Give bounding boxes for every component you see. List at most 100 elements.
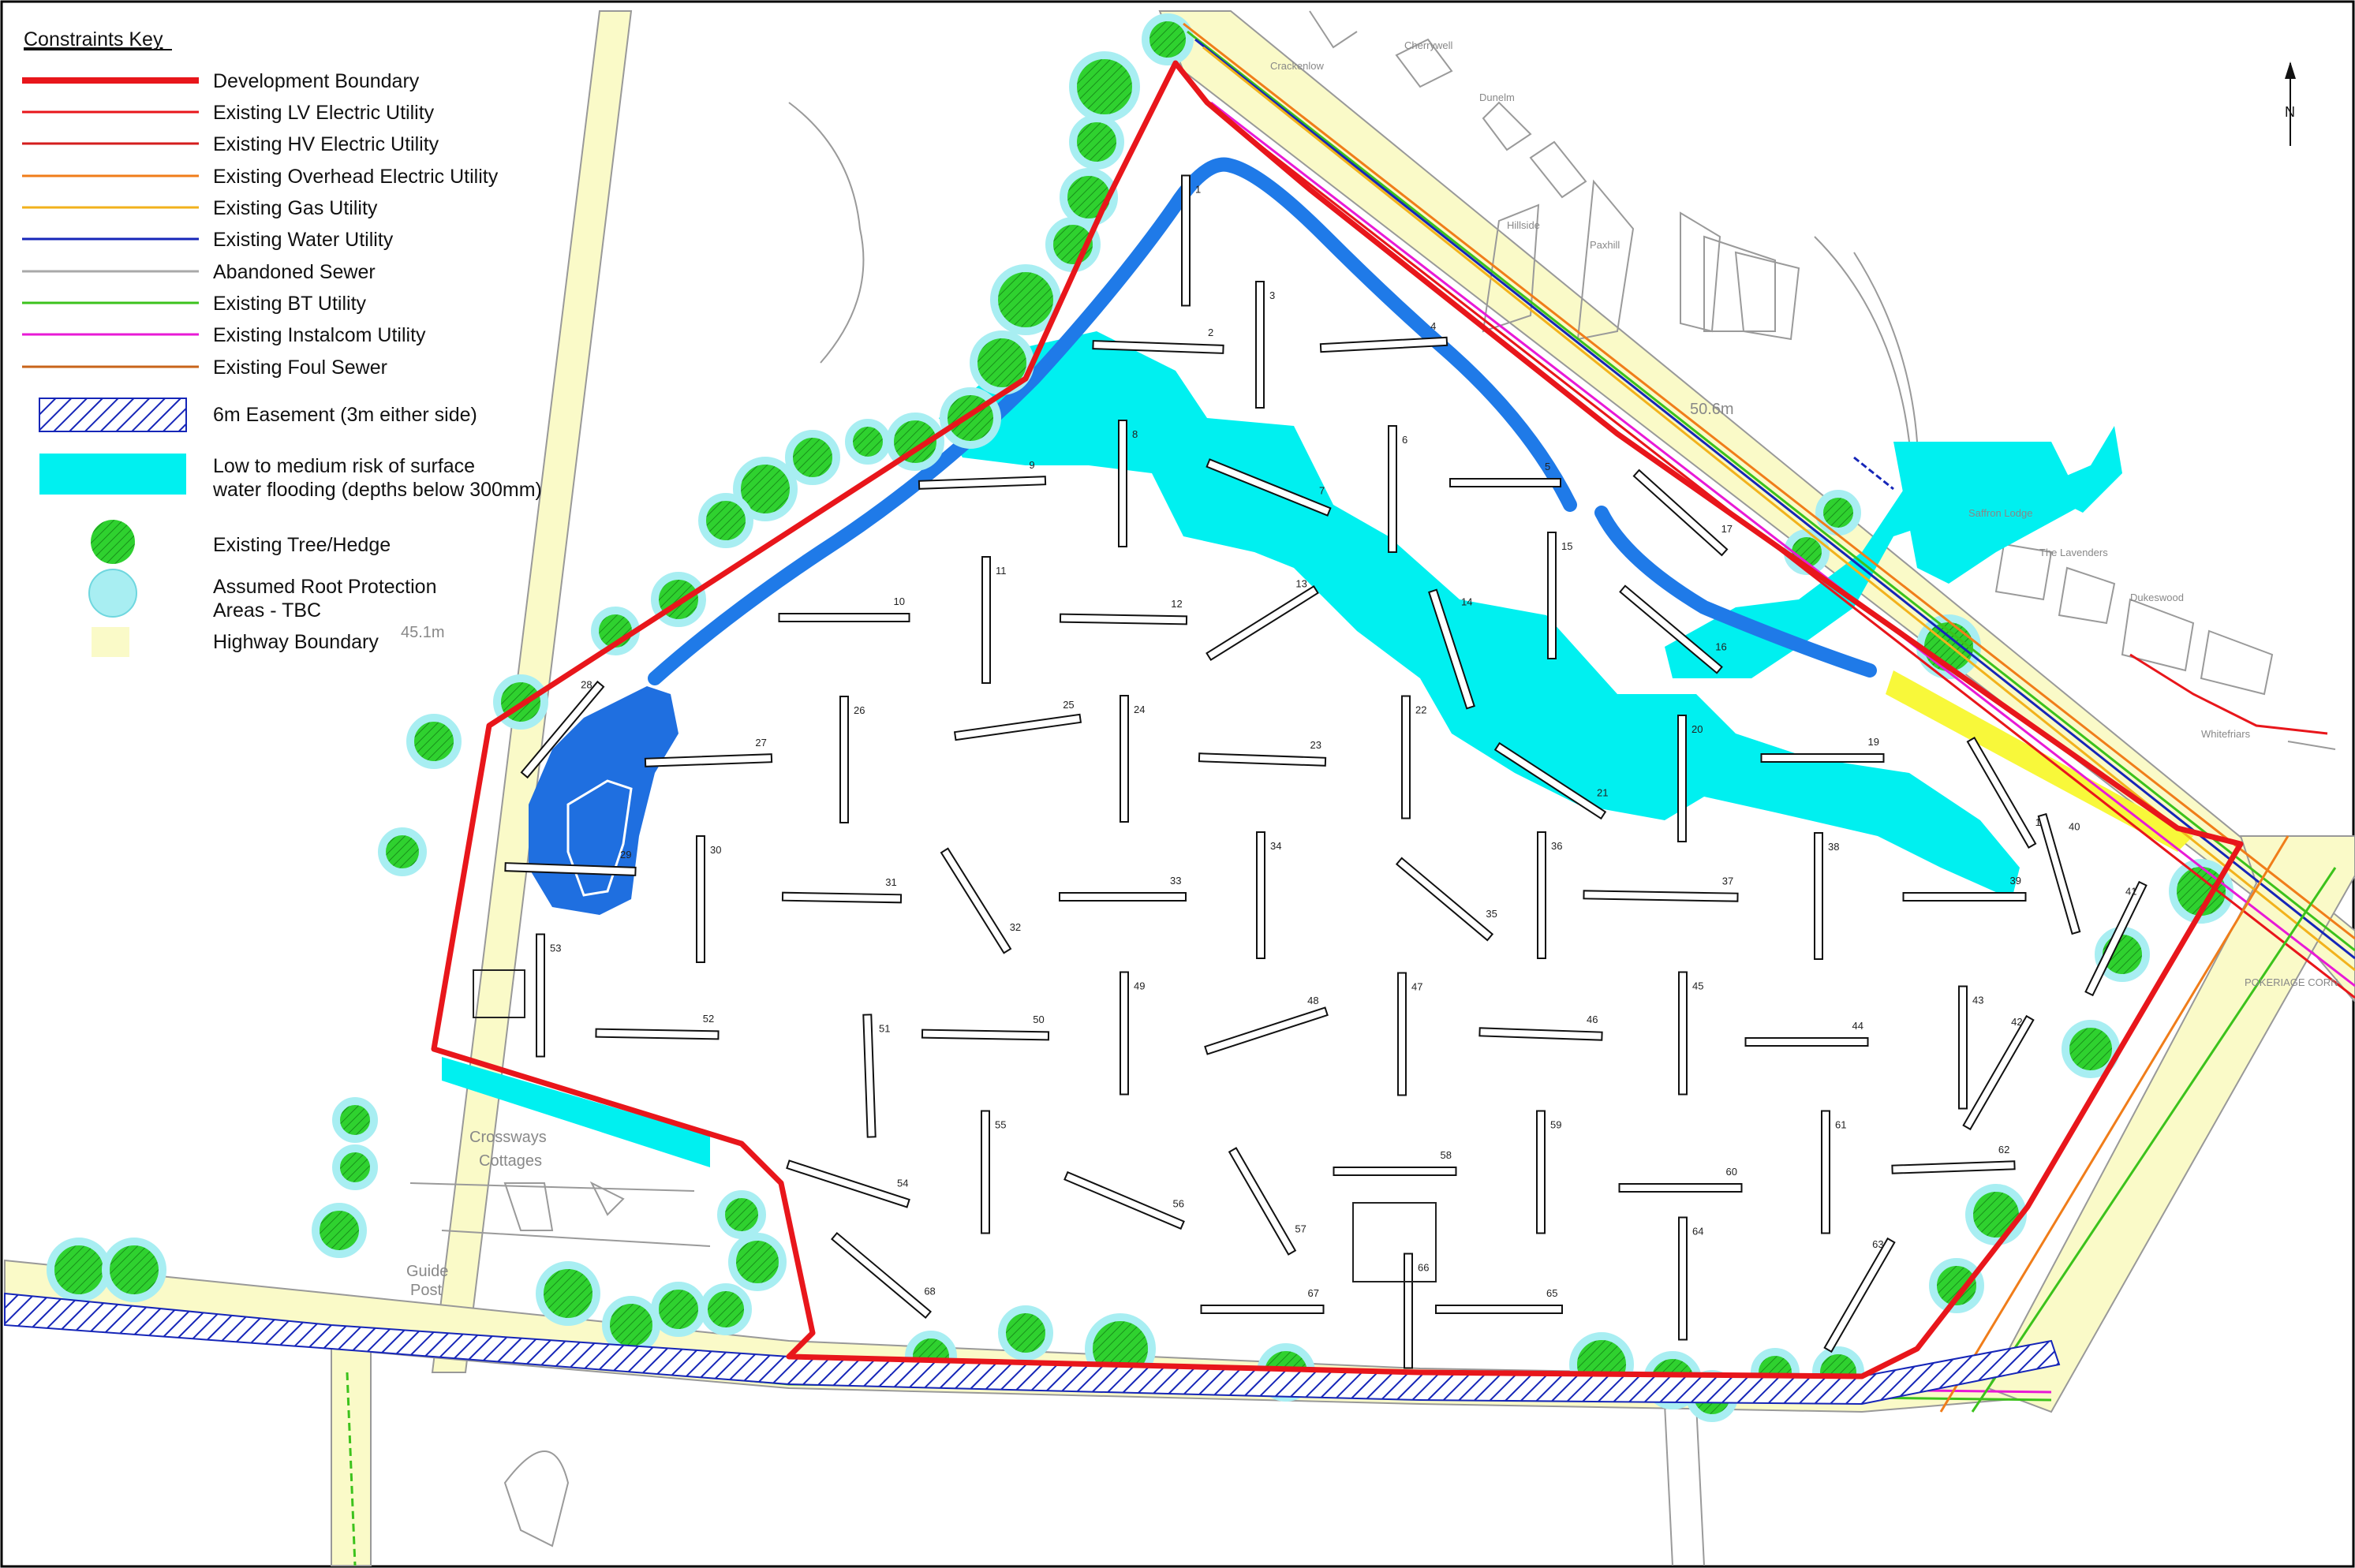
trench-37-outline bbox=[1583, 890, 1739, 902]
trench-31-outline bbox=[781, 891, 903, 904]
trench-43-label: 43 bbox=[1972, 995, 1983, 1006]
label-dunelm: Dunelm bbox=[1479, 91, 1515, 103]
trench-47-outline bbox=[1397, 972, 1407, 1096]
label-the-lavenders: The Lavenders bbox=[2039, 547, 2108, 558]
trench-6-label: 6 bbox=[1402, 434, 1407, 446]
trench-47: 47 bbox=[1397, 972, 1422, 1096]
trench-21-outline bbox=[1493, 741, 1607, 820]
key-label2-12: water flooding (depths below 300mm) bbox=[212, 479, 542, 501]
trench-55-outline bbox=[981, 1110, 990, 1234]
key-title: Constraints Key bbox=[24, 28, 163, 50]
north-arrow: N bbox=[2285, 62, 2296, 146]
trench-8-label: 8 bbox=[1132, 428, 1138, 440]
trench-54-label: 54 bbox=[897, 1177, 908, 1189]
trench-20-label: 20 bbox=[1691, 723, 1703, 735]
trench-24-label: 24 bbox=[1134, 704, 1145, 715]
trench-45: 45 bbox=[1678, 971, 1703, 1096]
trench-41-outline bbox=[2084, 880, 2148, 997]
key-label-4: Existing Overhead Electric Utility bbox=[213, 166, 499, 188]
trench-13: 13 bbox=[1206, 578, 1319, 662]
trench-48-outline bbox=[1204, 1006, 1329, 1055]
trench-1-label: 1 bbox=[1195, 184, 1201, 196]
trench-26-label: 26 bbox=[854, 704, 865, 716]
trench-45-outline bbox=[1678, 971, 1688, 1096]
key-item-10: Existing Foul Sewer bbox=[22, 357, 387, 379]
key-item-5: Existing Gas Utility bbox=[22, 197, 378, 219]
trench-32: 32 bbox=[940, 847, 1021, 954]
trench-15: 15 bbox=[1547, 532, 1572, 659]
trench-33-outline bbox=[1059, 892, 1187, 902]
key-item-7: Abandoned Sewer bbox=[22, 261, 376, 283]
trench-5-label: 5 bbox=[1545, 461, 1550, 472]
trench-48-label: 48 bbox=[1307, 995, 1318, 1006]
trench-64-outline bbox=[1678, 1216, 1688, 1341]
trench-43-outline bbox=[1958, 985, 1968, 1110]
trench-8-outline bbox=[1118, 420, 1127, 547]
trench-8: 8 bbox=[1118, 420, 1138, 547]
label-level-506: 50.6m bbox=[1690, 401, 1734, 418]
trench-36-outline bbox=[1537, 831, 1546, 959]
trench-63-outline bbox=[1823, 1237, 1896, 1353]
trench-16-label: 16 bbox=[1715, 640, 1726, 652]
trench-35-outline bbox=[1395, 857, 1494, 942]
trench-40-outline bbox=[2037, 812, 2081, 935]
trench-60-outline bbox=[1618, 1183, 1743, 1193]
label-saffron-lodge: Saffron Lodge bbox=[1968, 507, 2032, 519]
trench-50: 50 bbox=[921, 1014, 1050, 1041]
trench-23-label: 23 bbox=[1310, 739, 1321, 751]
trench-39: 39 bbox=[1902, 875, 2027, 902]
trench-48: 48 bbox=[1204, 995, 1329, 1055]
key-swatch-easement bbox=[39, 398, 187, 432]
trench-30-outline bbox=[696, 835, 705, 963]
trench-6-outline bbox=[1388, 425, 1397, 553]
trench-31-label: 31 bbox=[885, 876, 896, 888]
trench-2: 2 bbox=[1092, 327, 1224, 354]
highway-strip bbox=[1886, 670, 2193, 852]
trench-38-label: 38 bbox=[1828, 841, 1839, 853]
trench-37: 37 bbox=[1583, 875, 1739, 902]
trench-22: 22 bbox=[1401, 695, 1426, 819]
key-item-1: Development Boundary bbox=[22, 70, 420, 92]
trench-36-label: 36 bbox=[1551, 840, 1562, 852]
key-label-14: Assumed Root Protection bbox=[213, 576, 436, 598]
trench-50-label: 50 bbox=[1033, 1014, 1044, 1025]
trench-53-label: 53 bbox=[550, 943, 561, 954]
trench-43: 43 bbox=[1958, 985, 1983, 1110]
trench-2-label: 2 bbox=[1208, 327, 1213, 338]
key-label-5: Existing Gas Utility bbox=[213, 197, 378, 219]
trench-5-outline bbox=[1449, 478, 1561, 487]
os-basemap bbox=[409, 10, 2336, 1566]
key-label-1: Development Boundary bbox=[213, 70, 420, 92]
label-whitefriars: Whitefriars bbox=[2201, 728, 2251, 740]
trench-7: 7 bbox=[1206, 458, 1332, 517]
key-item-3: Existing HV Electric Utility bbox=[22, 133, 439, 155]
trench-24: 24 bbox=[1120, 695, 1145, 823]
trench-40-label: 40 bbox=[2069, 821, 2080, 833]
trench-39-label: 39 bbox=[2010, 875, 2021, 887]
trench-1: 1 bbox=[1181, 174, 1201, 307]
key-label-10: Existing Foul Sewer bbox=[213, 357, 387, 379]
trench-3-label: 3 bbox=[1269, 289, 1275, 301]
key-item-8: Existing BT Utility bbox=[22, 293, 367, 315]
key-item-2: Existing LV Electric Utility bbox=[22, 102, 435, 124]
trench-12-label: 12 bbox=[1171, 598, 1182, 610]
trench-31: 31 bbox=[781, 876, 903, 904]
trench-12-outline bbox=[1059, 613, 1188, 625]
label-hillside: Hillside bbox=[1507, 219, 1540, 231]
trench-41-label: 41 bbox=[2125, 886, 2136, 898]
trench-26-outline bbox=[839, 696, 849, 823]
trench-62: 62 bbox=[1891, 1144, 2016, 1174]
trench-7-label: 7 bbox=[1319, 485, 1325, 497]
trench-32-label: 32 bbox=[1010, 921, 1021, 933]
trench-49-outline bbox=[1120, 971, 1129, 1096]
trench-20-outline bbox=[1677, 715, 1687, 842]
trench-47-label: 47 bbox=[1411, 981, 1422, 993]
trench-22-outline bbox=[1401, 695, 1411, 819]
trench-46-outline bbox=[1478, 1027, 1603, 1041]
trench-65: 65 bbox=[1435, 1287, 1563, 1314]
water-main-east bbox=[1594, 506, 1877, 678]
key-label-9: Existing Instalcom Utility bbox=[213, 324, 426, 346]
